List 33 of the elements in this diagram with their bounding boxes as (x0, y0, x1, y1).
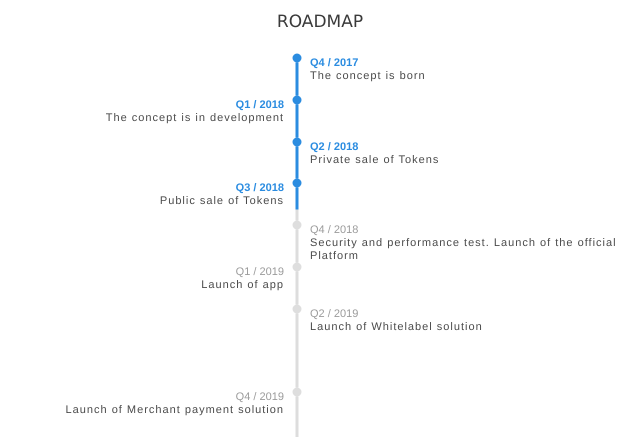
timeline-line (296, 62, 298, 96)
milestone-text: Public sale of Tokens (160, 195, 284, 208)
milestone-text: Launch of app (201, 279, 284, 292)
timeline-line (296, 272, 298, 304)
date-label: Q2 / 2019 (310, 308, 358, 321)
milestone-dot (292, 220, 302, 230)
milestone-dot (292, 304, 302, 314)
timeline-line (296, 104, 298, 138)
milestone-text: Launch of Whitelabel solution (310, 321, 483, 334)
date-label: Q1 / 2018 (236, 99, 284, 112)
date-label: Q4 / 2017 (310, 57, 358, 70)
milestone-text: The concept is in development (106, 112, 284, 125)
date-label: Q1 / 2019 (236, 266, 284, 279)
milestone-dot (292, 388, 302, 396)
timeline-line (296, 314, 298, 388)
milestone-dot (292, 138, 302, 146)
date-label: Q4 / 2018 (310, 224, 358, 237)
milestone-dot (292, 54, 302, 62)
date-label: Q3 / 2018 (236, 182, 284, 195)
milestone-text: Private sale of Tokens (310, 154, 440, 167)
date-label: Q4 / 2019 (236, 391, 284, 404)
timeline-line (296, 230, 298, 262)
timeline-line (296, 188, 298, 220)
milestone-text: The concept is born (310, 70, 426, 83)
page-title: ROADMAP (276, 12, 364, 32)
milestone-dot (292, 262, 302, 272)
timeline-line (296, 396, 298, 437)
milestone-text: Launch of Merchant payment solution (66, 404, 284, 417)
milestone-text: Security and performance test. Launch of the official Platform (310, 237, 618, 263)
date-label: Q2 / 2018 (310, 141, 358, 154)
timeline-line (296, 146, 298, 178)
milestone-dot (292, 178, 302, 188)
milestone-dot (292, 96, 302, 104)
